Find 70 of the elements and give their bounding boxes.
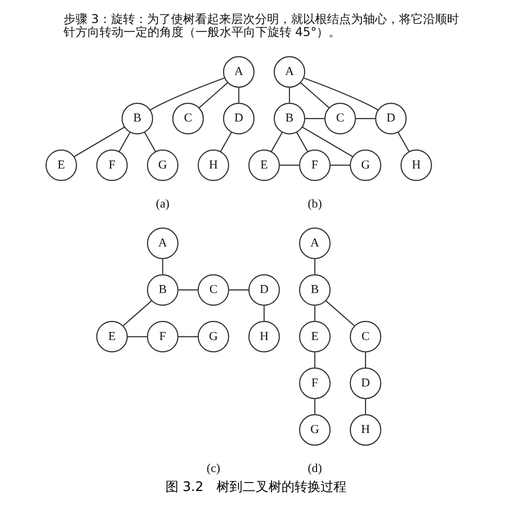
connector	[314, 306, 315, 322]
node-circle: D	[222, 102, 254, 134]
node-circle: F	[298, 149, 330, 181]
caption: 图 3.2 树到二叉树的转换过程	[164, 480, 346, 496]
node-circle: A	[146, 228, 178, 260]
node-circle: E	[45, 149, 77, 181]
connector	[178, 289, 198, 291]
node-circle: H	[197, 149, 229, 181]
connector	[325, 300, 354, 326]
node-circle: A	[273, 56, 305, 88]
node-circle: D	[374, 102, 406, 134]
node-circle: E	[298, 320, 330, 352]
connector	[144, 132, 156, 152]
node-circle: B	[273, 102, 305, 134]
connector	[238, 88, 239, 104]
node-circle: F	[298, 368, 330, 400]
connector	[304, 118, 324, 120]
label: (b)	[307, 196, 322, 210]
connector	[288, 88, 290, 104]
node-circle: G	[197, 320, 229, 352]
node-circle: G	[146, 149, 178, 181]
node-circle: E	[96, 320, 128, 352]
label: (c)	[206, 461, 220, 476]
node-circle: C	[197, 274, 229, 306]
node-circle: A	[298, 228, 330, 260]
connector	[126, 336, 147, 338]
node-circle: G	[349, 149, 381, 181]
label: 步骤 3：旋转：为了使树看起来层次分明，就以根结点为轴心，将它沿顺时针方向转动一定的角度（一般水平向下旋转 45°）。	[62, 12, 458, 40]
connector	[355, 118, 375, 120]
node-circle: C	[349, 320, 381, 352]
connector	[302, 126, 353, 158]
connector	[397, 132, 410, 152]
connector	[296, 132, 308, 152]
node-circle: H	[248, 320, 280, 352]
connector	[300, 82, 329, 108]
node-circle: H	[349, 414, 381, 446]
connector	[364, 352, 366, 368]
node-circle: B	[121, 102, 153, 134]
connector	[178, 336, 198, 338]
node-circle: G	[298, 414, 330, 446]
connector	[162, 258, 163, 274]
connector	[220, 132, 232, 152]
node-circle: C	[172, 102, 204, 134]
node-circle: A	[222, 56, 254, 88]
node-circle: F	[96, 149, 128, 181]
connector	[118, 132, 130, 152]
connector	[198, 82, 228, 108]
connector	[330, 164, 350, 166]
connector	[314, 352, 315, 368]
label: (d)	[307, 461, 322, 476]
node-circle: D	[248, 274, 280, 306]
connector	[228, 289, 248, 291]
node-circle: B	[298, 274, 330, 306]
connector	[364, 398, 366, 414]
node-circle: E	[248, 149, 280, 181]
connector	[314, 398, 315, 414]
connector	[279, 164, 299, 166]
connector	[122, 300, 152, 326]
connector	[270, 132, 282, 152]
connector	[263, 306, 264, 322]
node-circle: C	[324, 102, 356, 134]
connector	[149, 77, 224, 110]
node-circle: B	[146, 274, 178, 306]
connector	[303, 77, 378, 110]
connector	[314, 258, 315, 274]
node-circle: F	[146, 320, 178, 352]
label: (a)	[155, 196, 169, 210]
node-circle: D	[349, 368, 381, 400]
connector	[73, 126, 124, 158]
node-circle: H	[400, 149, 432, 181]
